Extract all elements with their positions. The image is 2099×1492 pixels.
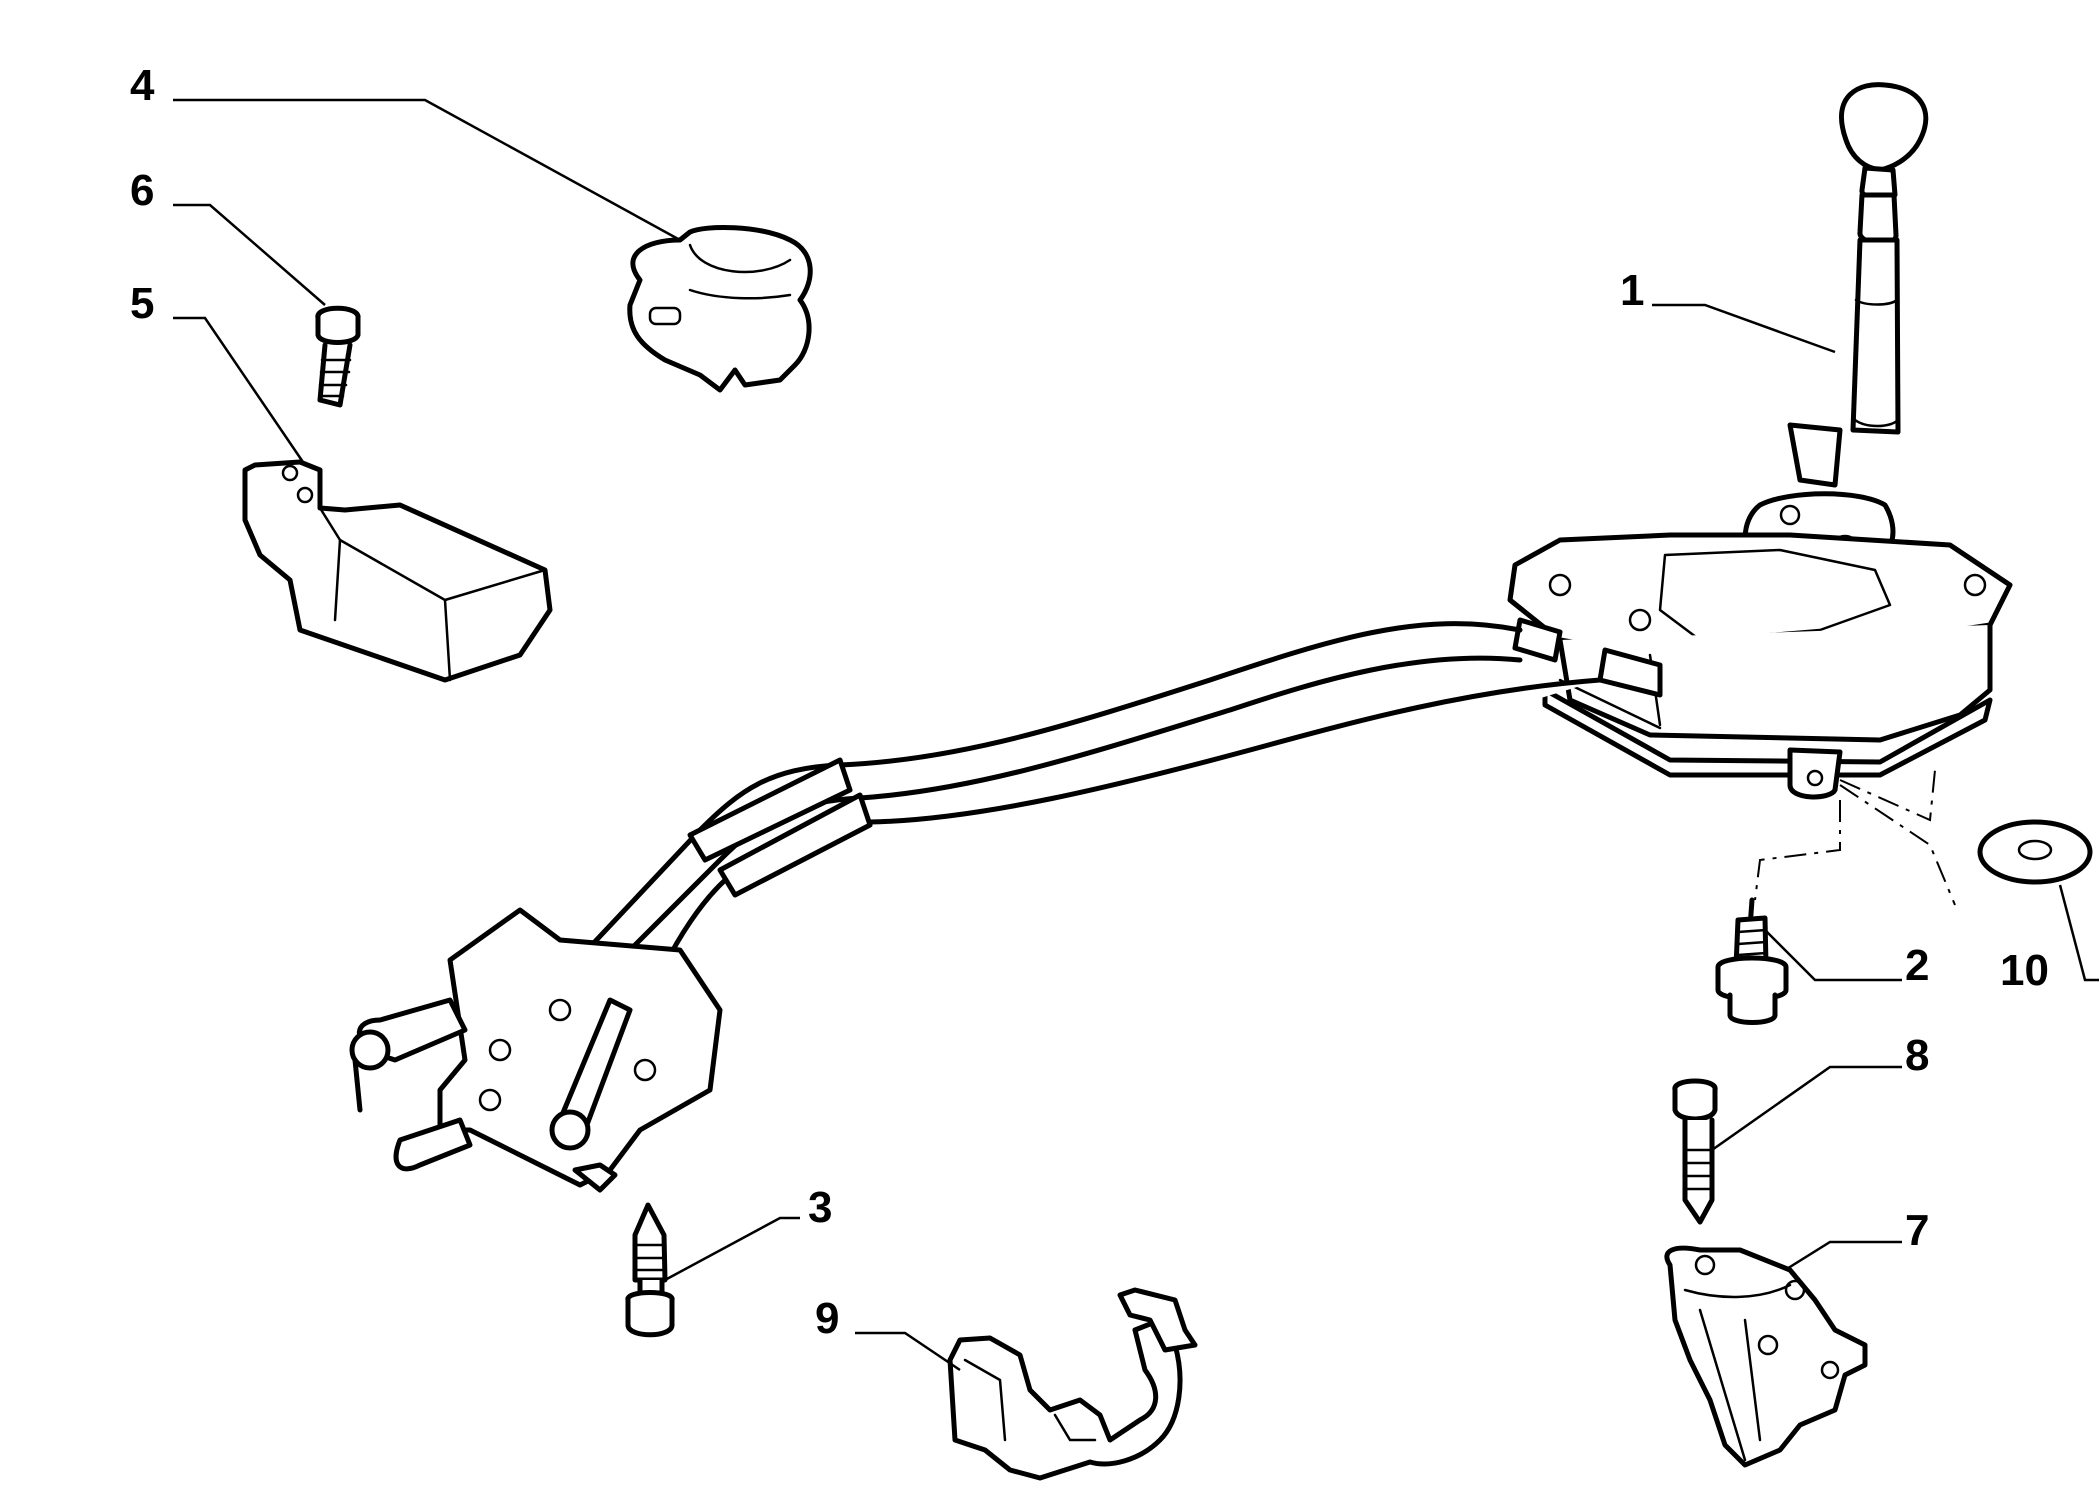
part-4-boot	[627, 225, 813, 393]
callout-9: 9	[815, 1294, 839, 1343]
leader-lines	[173, 98, 2099, 1372]
callout-2: 2	[1905, 941, 1929, 990]
part-8-bolt	[1672, 1078, 1718, 1225]
callout-6: 6	[130, 166, 154, 215]
callout-7: 7	[1905, 1206, 1929, 1255]
part-7-mounting-bracket	[1664, 1245, 1868, 1468]
gearshift-cables	[537, 621, 1603, 1023]
part-9-clip	[947, 1287, 1198, 1481]
assembly-lines	[1754, 769, 1956, 906]
callout-8: 8	[1905, 1031, 1929, 1080]
callout-4: 4	[130, 61, 155, 110]
callout-5: 5	[130, 279, 154, 328]
part-6-bolt	[315, 305, 361, 408]
part-1-gear-lever-assembly	[1507, 82, 2013, 800]
callout-labels: 4 6 5 1 2 10 8 3 7 9	[130, 61, 2049, 1343]
part-3-stud-bolt	[625, 1202, 675, 1338]
part-5-holder	[242, 459, 553, 683]
part-2-bolt	[1715, 897, 1789, 1025]
callout-1: 1	[1620, 266, 1644, 315]
callout-3: 3	[808, 1183, 832, 1232]
part-10-washer	[1977, 819, 2093, 885]
callout-10: 10	[2000, 946, 2049, 995]
gearbox-lever-bracket	[349, 907, 723, 1193]
